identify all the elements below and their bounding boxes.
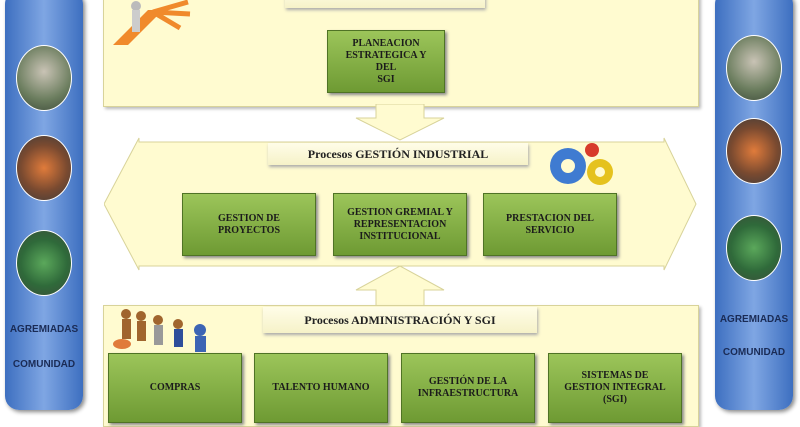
green-bus-photo <box>16 230 72 296</box>
stakeholders-panel-right: AGREMIADAS COMUNIDAD <box>715 0 793 410</box>
process-planeacion-estrategica[interactable]: PLANEACION ESTRATEGICA Y DEL SGI <box>327 30 445 93</box>
process-talento-humano[interactable]: TALENTO HUMANO <box>254 353 388 423</box>
bus-photo <box>726 118 782 184</box>
gears-icon <box>550 143 613 185</box>
people-photo <box>16 45 72 111</box>
industrial-title: Procesos GESTIÓN INDUSTRIAL <box>268 143 528 165</box>
stakeholders-panel-left: AGREMIADAS COMUNIDAD <box>5 0 83 410</box>
process-gestion-gremial[interactable]: GESTION GREMIAL Y REPRESENTACION INSTITU… <box>333 193 467 256</box>
team-figures-icon <box>113 309 206 352</box>
comunidad-label: COMUNIDAD <box>722 347 786 358</box>
process-gestion-proyectos[interactable]: GESTION DE PROYECTOS <box>182 193 316 256</box>
process-prestacion-servicio[interactable]: PRESTACION DEL SERVICIO <box>483 193 617 256</box>
agremiadas-label: AGREMIADAS <box>719 314 789 325</box>
process-sgi[interactable]: SISTEMAS DE GESTION INTEGRAL (SGI) <box>548 353 682 423</box>
strategy-figure-icon <box>113 0 191 45</box>
arrow-down <box>355 104 445 141</box>
process-compras[interactable]: COMPRAS <box>108 353 242 423</box>
admin-title: Procesos ADMINISTRACIÓN Y SGI <box>263 307 537 333</box>
green-bus-photo <box>726 215 782 281</box>
arrow-up <box>355 266 445 308</box>
people-photo <box>726 35 782 101</box>
agremiadas-label: AGREMIADAS <box>9 324 79 335</box>
comunidad-label: COMUNIDAD <box>12 359 76 370</box>
strategic-title-box <box>285 0 485 8</box>
bus-photo <box>16 135 72 201</box>
process-gestion-infraestructura[interactable]: GESTIÓN DE LA INFRAESTRUCTURA <box>401 353 535 423</box>
